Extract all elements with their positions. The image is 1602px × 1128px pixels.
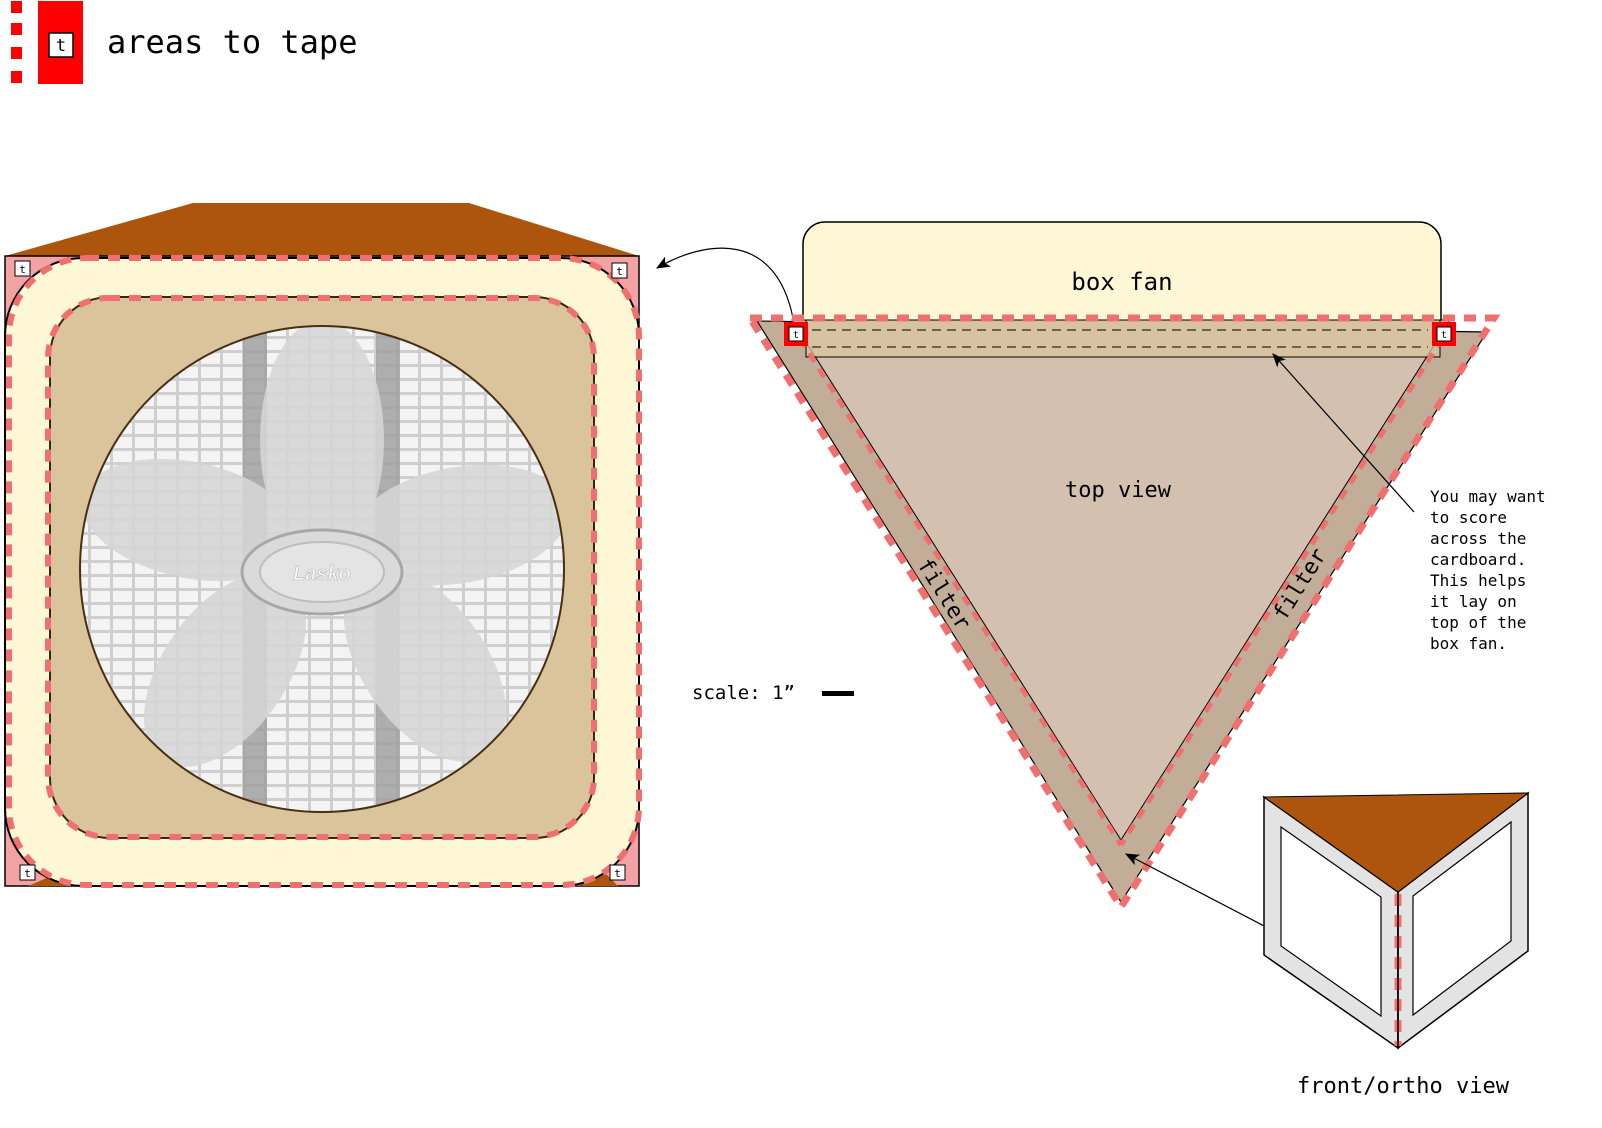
top-view-label: top view: [1065, 478, 1172, 503]
fan-brand: Lasko: [293, 563, 351, 585]
ortho-view: front/ortho view: [1264, 793, 1528, 1099]
arrow-to-front-panel: [657, 248, 793, 318]
scale-label: scale: 1”: [692, 682, 795, 704]
tape-mark: t: [1441, 330, 1447, 341]
legend-tape-dash-4: [11, 71, 22, 83]
legend-tape-dash-3: [11, 47, 22, 59]
legend-tape-dash-1: [11, 1, 22, 13]
ortho-label: front/ortho view: [1297, 1074, 1510, 1099]
note-line: to score: [1430, 508, 1507, 527]
tape-mark: t: [19, 263, 26, 276]
note-line: cardboard.: [1430, 550, 1526, 569]
legend-label: areas to tape: [107, 23, 357, 61]
tape-mark: t: [614, 867, 621, 880]
note-line: You may want: [1430, 487, 1546, 506]
note-line: it lay on: [1430, 592, 1517, 611]
legend-tape-mark: t: [56, 36, 66, 56]
note-line: This helps: [1430, 571, 1526, 590]
note-line: box fan.: [1430, 634, 1507, 653]
legend-tape-dash-2: [11, 23, 22, 35]
scale-indicator: scale: 1”: [692, 682, 854, 704]
fan-overlap-strip: [806, 320, 1440, 357]
front-panel: Lasko t t t t: [5, 203, 639, 886]
tape-mark: t: [24, 867, 31, 880]
tape-mark: t: [793, 330, 799, 341]
note-line: across the: [1430, 529, 1526, 548]
cardboard-top-flap: [5, 203, 639, 256]
note-line: top of the: [1430, 613, 1526, 632]
scale-bar: [822, 691, 854, 696]
tape-mark: t: [616, 265, 623, 278]
box-fan-label: box fan: [1071, 268, 1172, 296]
triangle-inner: [792, 320, 1450, 840]
legend: t areas to tape: [11, 1, 357, 84]
